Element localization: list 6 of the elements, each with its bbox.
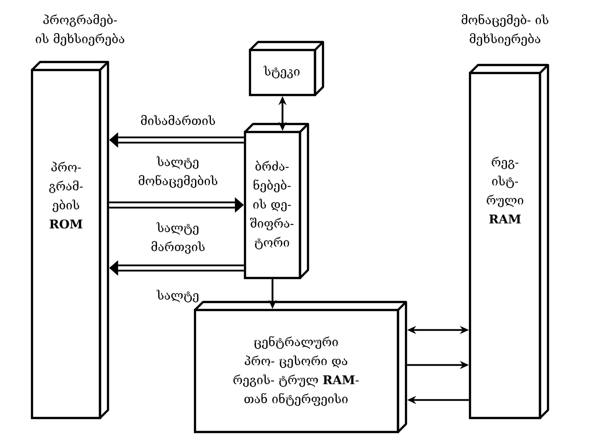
- memory-title: პროგრამებ- ის მეხსიერება: [36, 14, 124, 46]
- memory-title: მონაცემებ- ის მეხსიერება: [462, 14, 548, 46]
- bus-label: სალტე: [156, 290, 198, 302]
- bus-label: სალტე მართვის: [151, 222, 205, 254]
- bus-label: მისამართის: [141, 115, 215, 125]
- bus-label: სალტე მონაცემების: [138, 156, 218, 188]
